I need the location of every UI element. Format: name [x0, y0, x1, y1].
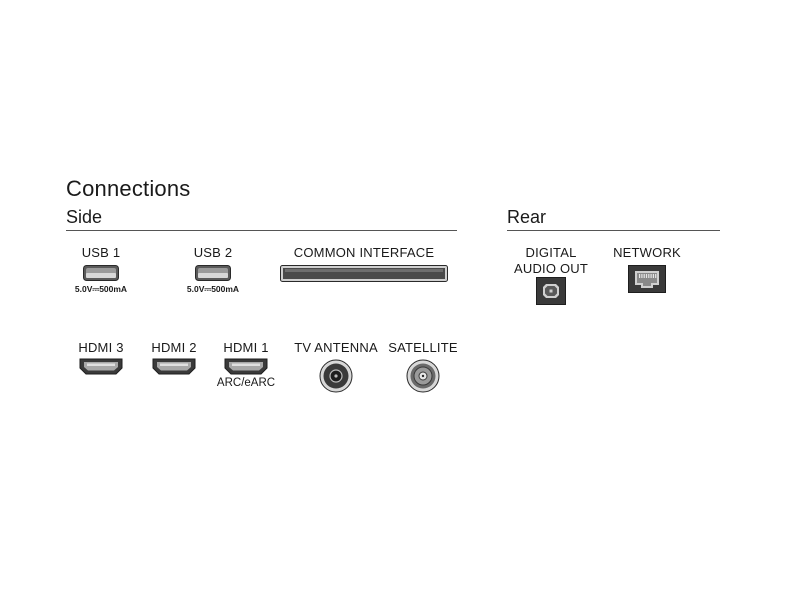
hdmi-port-icon: [152, 358, 196, 375]
tv-antenna-label: TV ANTENNA: [294, 340, 378, 355]
rear-divider: [507, 230, 720, 231]
network-label: NETWORK: [613, 245, 681, 260]
usb2-label: USB 2: [193, 245, 233, 260]
side-divider: [66, 230, 457, 231]
hdmi1-label: HDMI 1: [223, 340, 269, 355]
usb-port-icon: [195, 265, 231, 281]
hdmi1-arc-label: ARC/eARC: [216, 377, 276, 389]
hdmi-port-icon: [224, 358, 268, 375]
digital-audio-out-label-line2: AUDIO OUT: [513, 261, 589, 276]
satellite-label: SATELLITE: [388, 340, 458, 355]
common-interface-slot-icon: [280, 265, 448, 282]
hdmi2-label: HDMI 2: [151, 340, 197, 355]
digital-audio-out-label-line1: DIGITAL: [525, 245, 577, 260]
usb-port-icon: [83, 265, 119, 281]
hdmi3-label: HDMI 3: [78, 340, 124, 355]
common-interface-label: COMMON INTERFACE: [293, 245, 435, 260]
usb1-power-spec: 5.0V⎓500mA: [74, 284, 128, 294]
page-title: Connections: [66, 176, 191, 201]
usb1-label: USB 1: [81, 245, 121, 260]
optical-audio-port-icon: [536, 277, 566, 305]
usb2-power-spec: 5.0V⎓500mA: [186, 284, 240, 294]
hdmi-port-icon: [79, 358, 123, 375]
section-side-heading: Side: [66, 207, 103, 227]
ethernet-port-icon: [628, 265, 666, 293]
coaxial-port-icon: [319, 359, 353, 393]
section-rear-heading: Rear: [507, 207, 547, 227]
coaxial-port-icon: [406, 359, 440, 393]
